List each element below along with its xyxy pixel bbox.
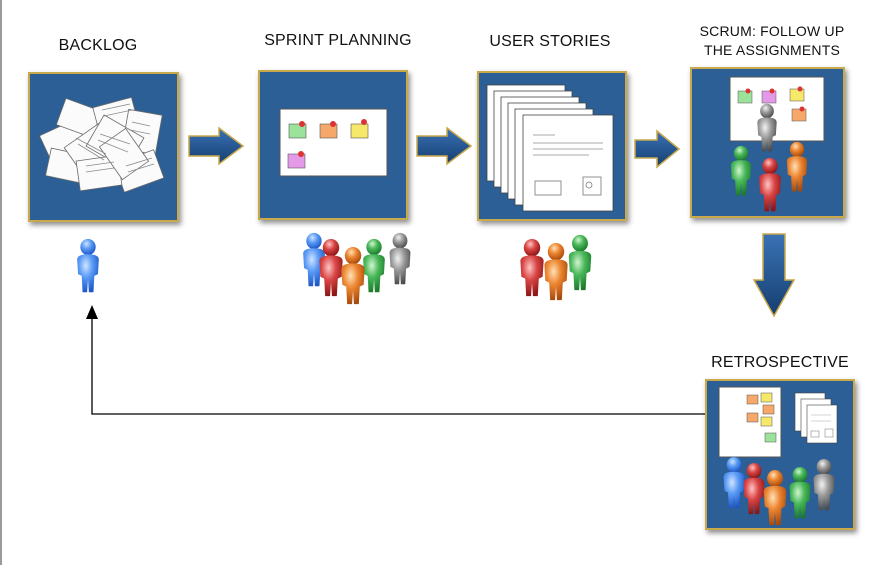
backlog-panel <box>28 72 179 222</box>
document-stack-icon <box>486 84 614 212</box>
sticky-note-board-icon <box>729 76 825 142</box>
scrum-title-line1: SCRUM: FOLLOW UP <box>699 23 845 39</box>
backlog-title: BACKLOG <box>58 37 138 54</box>
retrospective-title: RETROSPECTIVE <box>711 354 849 371</box>
person-icon <box>319 238 343 297</box>
paper-pile-icon <box>39 96 165 193</box>
down-arrow-icon <box>752 232 796 318</box>
scrum-title-line2: THE ASSIGNMENTS <box>703 42 841 58</box>
right-arrow-icon <box>187 126 245 166</box>
retrospective-panel <box>705 379 855 530</box>
scrum-title: SCRUM: FOLLOW UP THE ASSIGNMENTS <box>684 22 860 60</box>
right-arrow-icon <box>633 129 681 169</box>
person-icon <box>520 238 544 297</box>
sprint-planning-panel <box>258 70 408 220</box>
right-arrow-icon <box>415 126 473 166</box>
person-icon <box>389 232 411 285</box>
sprint-planning-team <box>296 230 420 306</box>
person-icon <box>341 246 365 305</box>
user-stories-title: USER STORIES <box>489 33 611 50</box>
person-icon <box>363 238 385 293</box>
user-stories-panel <box>477 71 627 221</box>
person-icon <box>544 242 568 301</box>
user-stories-team <box>515 232 599 302</box>
person-icon <box>568 234 592 291</box>
sticky-note-board-icon <box>279 108 388 177</box>
sprint-planning-title: SPRINT PLANNING <box>264 32 412 49</box>
scrum-panel <box>690 67 845 218</box>
left-edge-rule <box>0 0 2 565</box>
document-stack-icon <box>794 392 838 444</box>
person-icon <box>77 238 99 293</box>
sticky-note-board-icon <box>718 386 782 458</box>
backlog-team <box>68 236 108 296</box>
